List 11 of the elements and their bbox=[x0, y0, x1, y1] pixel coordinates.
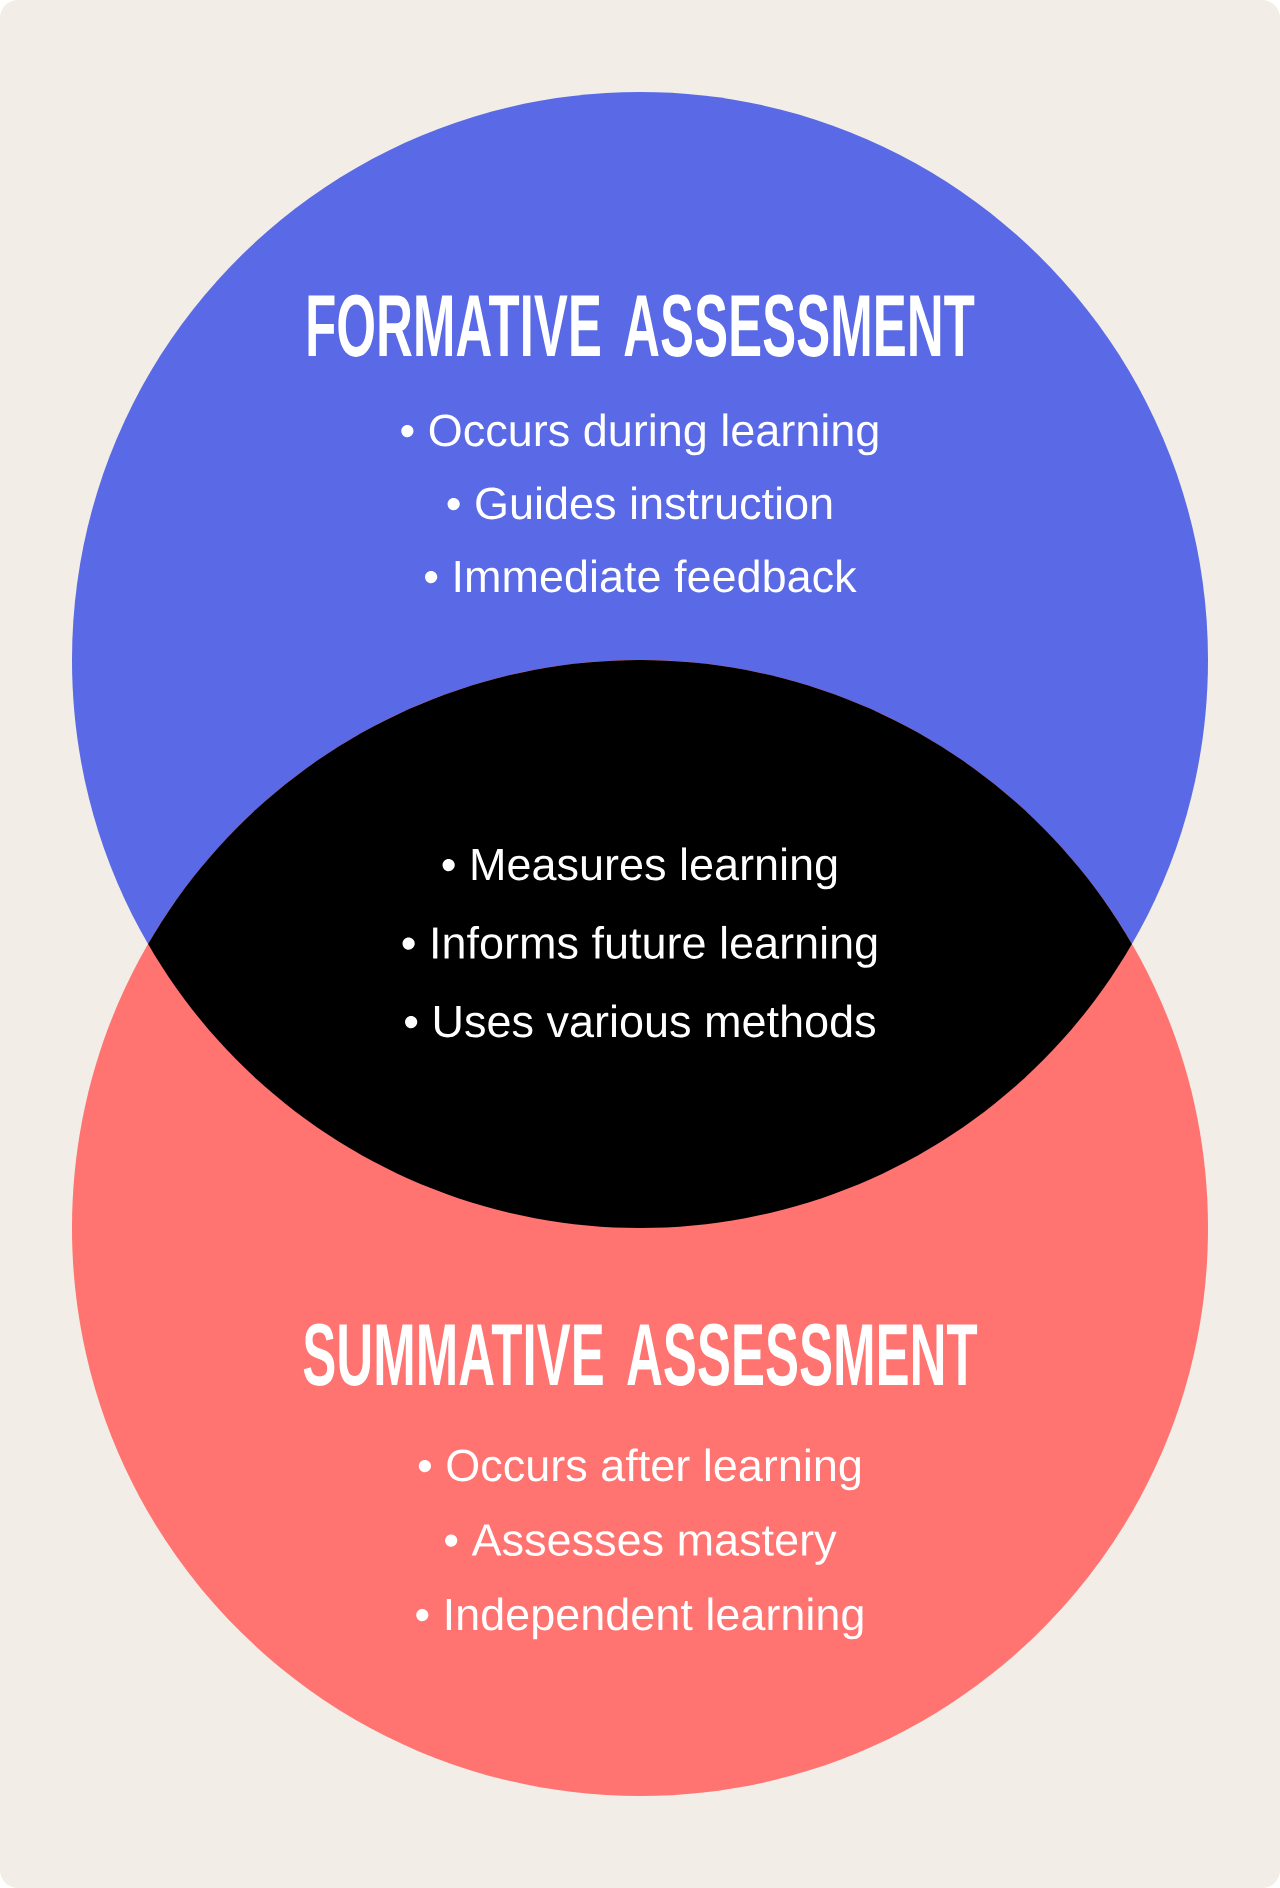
heading: FORMATIVE ASSESSMENT bbox=[308, 294, 975, 357]
bullet-item: • Immediate feedback bbox=[425, 559, 857, 593]
bullet-item: • Guides instruction bbox=[447, 486, 832, 520]
heading: SUMMATIVE ASSESSMENT bbox=[303, 1323, 978, 1386]
bullet-item: • Occurs after learning bbox=[418, 1448, 860, 1491]
bullet-item: • Informs future learning bbox=[402, 925, 877, 968]
bullet-item: • Uses various methods bbox=[405, 1004, 875, 1038]
bullet-item: • Independent learning bbox=[416, 1597, 863, 1640]
bullet-item: • Measures learning bbox=[442, 847, 837, 890]
bullet-item: • Occurs during learning bbox=[401, 413, 878, 456]
bullet-item: • Assesses mastery bbox=[445, 1524, 837, 1565]
